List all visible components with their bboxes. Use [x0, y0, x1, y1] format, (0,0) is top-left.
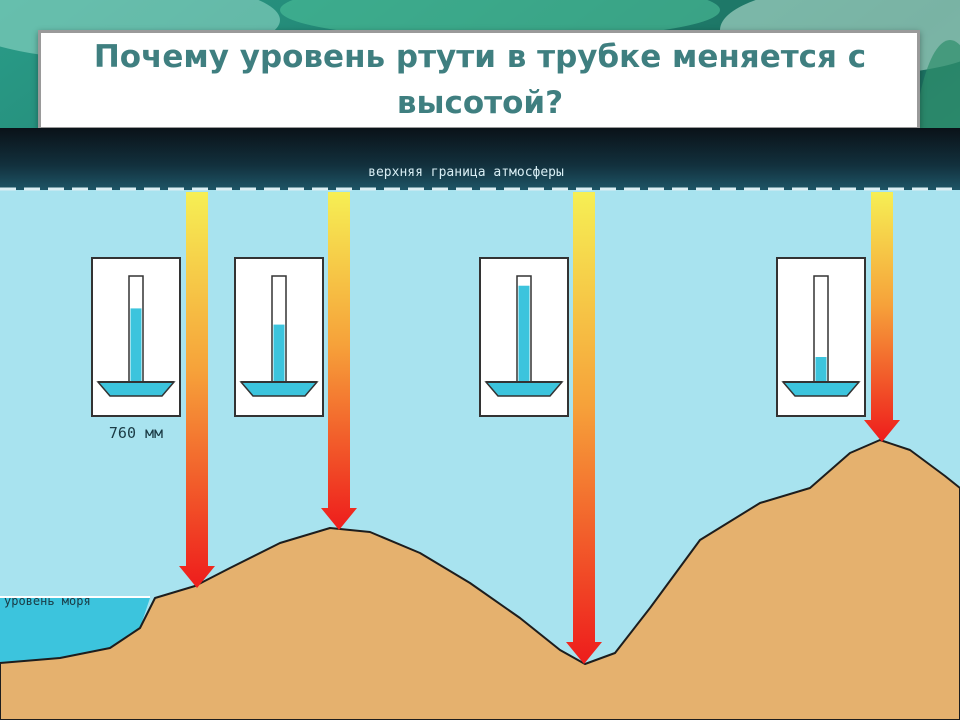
- barometers: [91, 257, 866, 417]
- barometer-hill: [234, 257, 324, 417]
- barometer-valley: [479, 257, 569, 417]
- pressure-arrow: [864, 192, 900, 442]
- slide-title: Почему уровень ртути в трубке меняется с…: [93, 39, 867, 121]
- mercury-dish: [239, 381, 319, 397]
- mercury-column: [273, 324, 285, 384]
- sea: [0, 598, 150, 663]
- atmosphere-top-band: [0, 128, 960, 190]
- mercury-column: [815, 357, 827, 384]
- barometer-sea-level: [91, 257, 181, 417]
- mercury-dish: [484, 381, 564, 397]
- mercury-dish: [781, 381, 861, 397]
- altitude-pressure-diagram: верхняя граница атмосферы уровень моря 7…: [0, 128, 960, 720]
- barometer-mountain: [776, 257, 866, 417]
- mercury-dish: [96, 381, 176, 397]
- pressure-arrow: [321, 192, 357, 530]
- pressure-arrow: [566, 192, 602, 664]
- terrain: [0, 439, 960, 720]
- sea-level-label: уровень моря: [4, 594, 91, 608]
- mercury-column: [130, 308, 142, 384]
- pressure-arrow: [179, 192, 215, 588]
- pressure-arrows: [179, 192, 900, 664]
- sea-level-pressure-label: 760 мм: [109, 424, 163, 442]
- atmosphere-boundary-label: верхняя граница атмосферы: [368, 165, 564, 180]
- mercury-column: [518, 285, 530, 384]
